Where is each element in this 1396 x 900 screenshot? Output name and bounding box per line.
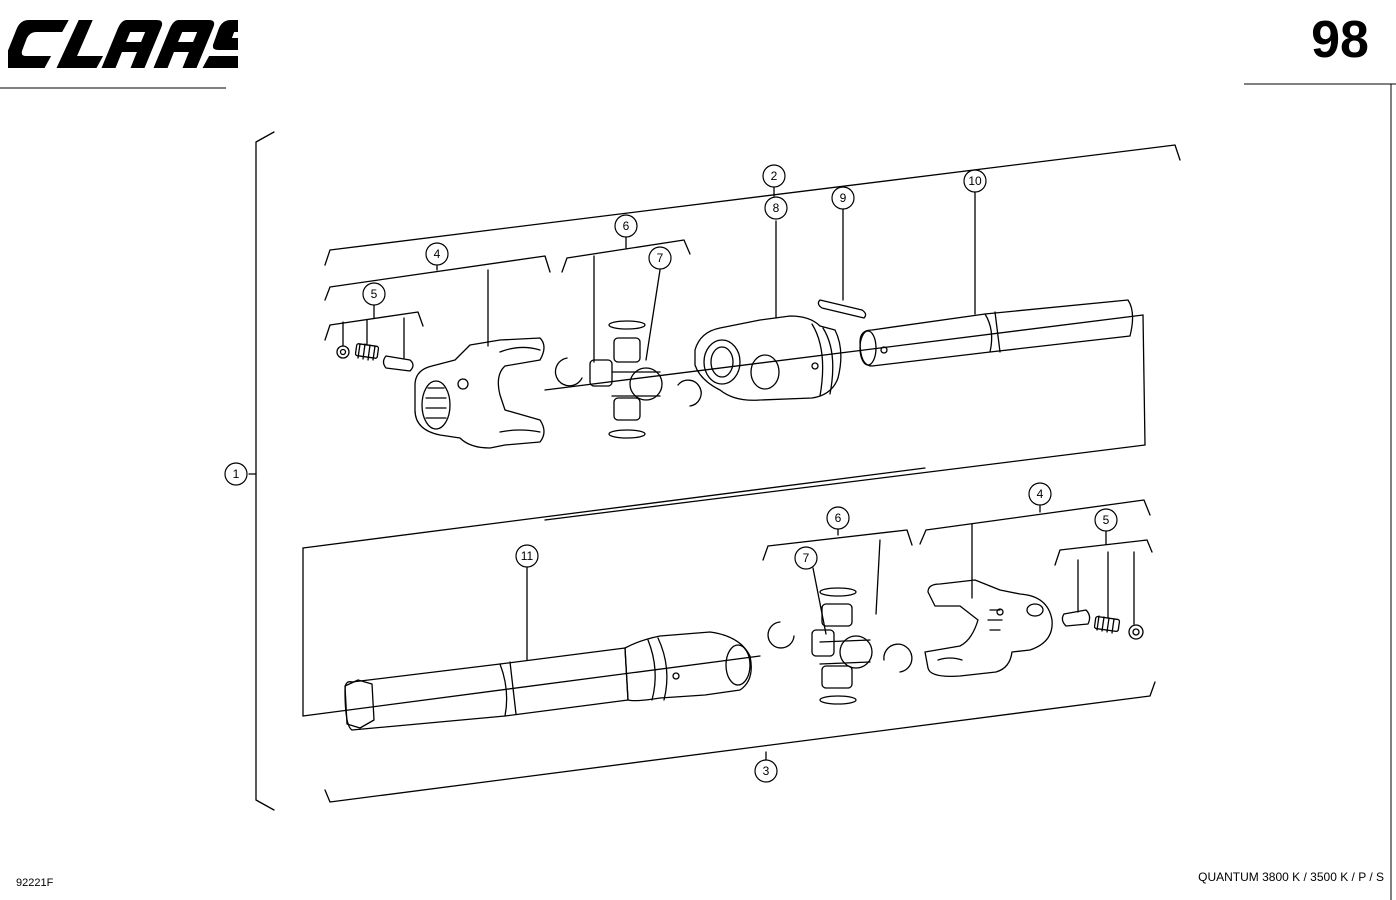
claas-logo [8, 20, 238, 68]
callout-label: 8 [773, 201, 780, 215]
callout-label: 5 [1103, 513, 1110, 527]
callout-label: 3 [763, 764, 770, 778]
callout-11 [515, 544, 539, 568]
callout-label: 4 [1037, 487, 1044, 501]
part-9-roll-pin [817, 207, 867, 319]
callout-2 [762, 164, 786, 188]
brace-1 [255, 131, 275, 811]
part-6-lower-cross [767, 539, 913, 705]
drawing-code: 92221F [16, 877, 54, 889]
callout-label: 6 [623, 219, 630, 233]
callout-1 [224, 462, 248, 486]
callout-label: 11 [521, 549, 534, 563]
brace-6-lower [762, 529, 913, 561]
part-4-upper-yoke [414, 269, 545, 449]
part-10-upper-tube [859, 191, 1134, 367]
callout-label: 4 [434, 247, 441, 261]
model-caption: QUANTUM 3800 K / 3500 K / P / S [1198, 870, 1384, 884]
callout-label: 7 [803, 551, 810, 565]
part-5-upper-set [336, 317, 414, 372]
brace-6-upper [561, 239, 691, 273]
callout-5-upper [362, 282, 386, 306]
callout-label: 1 [233, 467, 240, 481]
part-8-upper-yoke [694, 220, 842, 401]
brace-5-lower [1054, 539, 1153, 566]
part-4-lower-yoke [924, 523, 1053, 677]
callout-label: 7 [657, 251, 664, 265]
callout-4-lower [1028, 482, 1052, 506]
brace-4-lower [919, 499, 1151, 545]
callout-9 [831, 186, 855, 210]
callout-5-lower [1094, 508, 1118, 532]
callout-label: 10 [968, 174, 982, 188]
callout-label: 9 [840, 191, 847, 205]
callout-7-lower [794, 546, 818, 570]
callout-6-upper [614, 214, 638, 238]
brace-3 [324, 681, 1156, 803]
page-number: 98 [1311, 11, 1369, 69]
part-5-lower-set [1061, 551, 1144, 640]
callout-label: 5 [371, 287, 378, 301]
brace-4-upper [324, 255, 551, 301]
callout-3 [754, 759, 778, 783]
callout-4-upper [425, 242, 449, 266]
callout-7-upper [648, 246, 672, 270]
callout-6-lower [826, 506, 850, 530]
callout-10 [963, 169, 987, 193]
part-11-lower-tube [344, 565, 752, 731]
part-6-upper-cross [554, 255, 702, 439]
callout-label: 2 [771, 169, 778, 183]
brace-2 [324, 144, 1181, 266]
callout-8 [764, 196, 788, 220]
callout-label: 6 [835, 511, 842, 525]
